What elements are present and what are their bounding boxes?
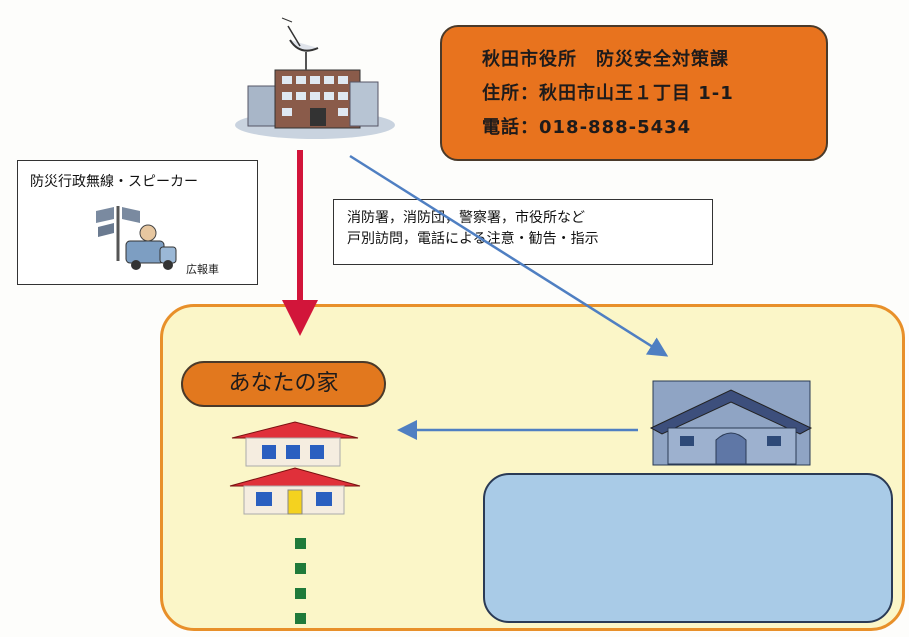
office-name: 秋田市役所 防災安全対策課 <box>482 49 729 70</box>
office-info-box: 秋田市役所 防災安全対策課 住所：秋田市山王１丁目 1-1 電話：018-888… <box>440 25 828 161</box>
note-box: 消防署，消防団，警察署，市役所など 戸別訪問，電話による注意・勧告・指示 <box>333 199 713 265</box>
city-hall-building-icon <box>235 17 395 139</box>
office-address: 住所：秋田市山王１丁目 1-1 <box>482 83 734 104</box>
vehicle-tag: 広報車 <box>186 262 219 276</box>
note-line-1: 消防署，消防団，警察署，市役所など <box>347 210 585 226</box>
home-label: あなたの家 <box>181 361 386 407</box>
note-line-2: 戸別訪問，電話による注意・勧告・指示 <box>347 231 599 247</box>
dotted-path <box>295 538 306 624</box>
neighbor-house-icon <box>649 380 813 466</box>
speaker-label: 防災行政無線・スピーカー <box>30 174 198 190</box>
office-phone: 電話：018-888-5434 <box>482 117 692 138</box>
speaker-truck-icon: 広報車 <box>96 206 219 276</box>
info-panel <box>483 473 893 623</box>
speaker-box: 防災行政無線・スピーカー 広報車 <box>17 160 258 285</box>
home-house-icon <box>229 421 361 515</box>
blue-arrow-diagonal <box>349 154 669 357</box>
